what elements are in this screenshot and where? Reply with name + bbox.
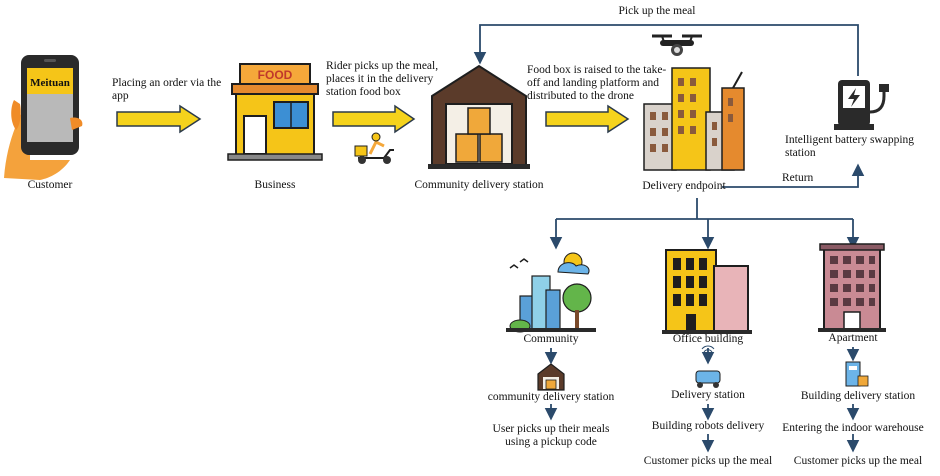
pick-up-meal-label: Pick up the meal [618,5,696,17]
apartment-step1-label: Building delivery station [800,390,916,402]
delivery-endpoint-label: Delivery endpoint [642,180,726,192]
return-connector [722,163,865,188]
placing-order-label: Placing an order via the app [112,77,222,102]
small-warehouse-icon [537,363,565,391]
scooter-rider-icon [354,132,394,164]
locker-icon [845,361,869,387]
battery-station-label: Intelligent battery swapping station [785,134,915,159]
block-arrow-2 [332,104,416,134]
office-step3-label: Customer picks up the meal [643,455,773,467]
community-step1-label: community delivery station [487,391,615,403]
apartment-icon [818,243,886,332]
apartment-step3-label: Customer picks up the meal [793,455,923,467]
business-label: Business [254,179,296,191]
community-delivery-station-label: Community delivery station [414,179,544,191]
apartment-step2-label: Entering the indoor warehouse [782,422,924,434]
food-box-raised-label: Food box is raised to the take-off and l… [527,64,667,102]
robot-icon [695,345,721,388]
warehouse-icon [428,64,530,169]
office-step1-label: Delivery station [671,389,745,401]
city-buildings-icon [643,67,745,171]
community-step2-label: User picks up their meals using a pickup… [492,423,610,448]
community-label: Community [523,333,579,345]
community-icon [506,252,596,333]
app-name-text: Meituan [30,77,70,89]
office-step2-label: Building robots delivery [651,420,765,432]
office-building-icon [662,249,752,334]
customer-label: Customer [27,179,73,191]
rider-picks-label: Rider picks up the meal, places it in th… [326,60,439,98]
charging-station-icon [834,80,889,130]
block-arrow-3 [545,104,630,134]
pick-up-meal-connector [473,24,859,76]
svg-text:FOOD: FOOD [258,68,293,82]
phone-in-hand-icon: Meituan [4,55,83,180]
food-shop-icon: FOOD [227,63,323,161]
apartment-label: Apartment [828,332,878,344]
return-label: Return [782,172,814,184]
office-building-label: Office building [672,333,744,345]
drone-icon [652,34,702,56]
branch-distribution-connector [556,198,853,220]
block-arrow-1 [116,104,202,134]
